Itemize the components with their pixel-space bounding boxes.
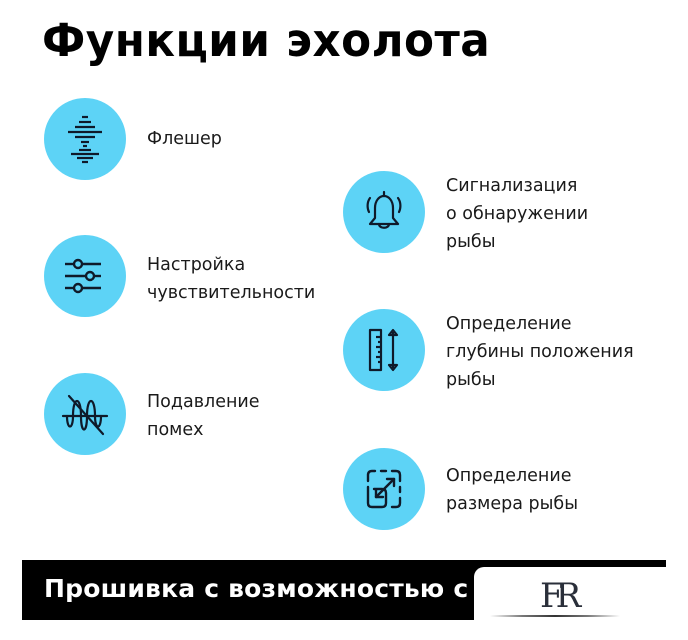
noise-suppression-icon <box>61 394 109 436</box>
feature-label-noise: Подавление помех <box>147 392 260 440</box>
noise-suppression-icon-circle <box>44 373 126 455</box>
feature-label-size: Определение размера рыбы <box>446 466 579 514</box>
feature-label-flasher: Флешер <box>147 129 222 149</box>
bell-icon <box>366 190 402 229</box>
logo-underline <box>490 615 620 617</box>
logo-overlay <box>474 567 688 640</box>
feature-label-alarm: Сигнализация о обнаружении рыбы <box>446 176 589 252</box>
sliders-icon <box>65 258 101 294</box>
flasher-icon-circle <box>44 98 126 180</box>
page-title: Функции эхолота <box>42 14 491 67</box>
sliders-icon-circle <box>44 235 126 317</box>
feature-label-sensitivity: Настройка чувствительности <box>147 255 316 303</box>
logo: FR <box>540 576 581 616</box>
feature-label-depth: Определение глубины положения рыбы <box>446 314 634 390</box>
ruler-depth-icon-circle <box>343 309 425 391</box>
footer-banner-text: Прошивка с возможностью с <box>44 574 469 603</box>
resize-icon-circle <box>343 448 425 530</box>
ruler-depth-icon <box>368 328 399 372</box>
resize-icon <box>366 469 402 509</box>
flasher-icon <box>68 115 102 164</box>
bell-icon-circle <box>343 171 425 253</box>
